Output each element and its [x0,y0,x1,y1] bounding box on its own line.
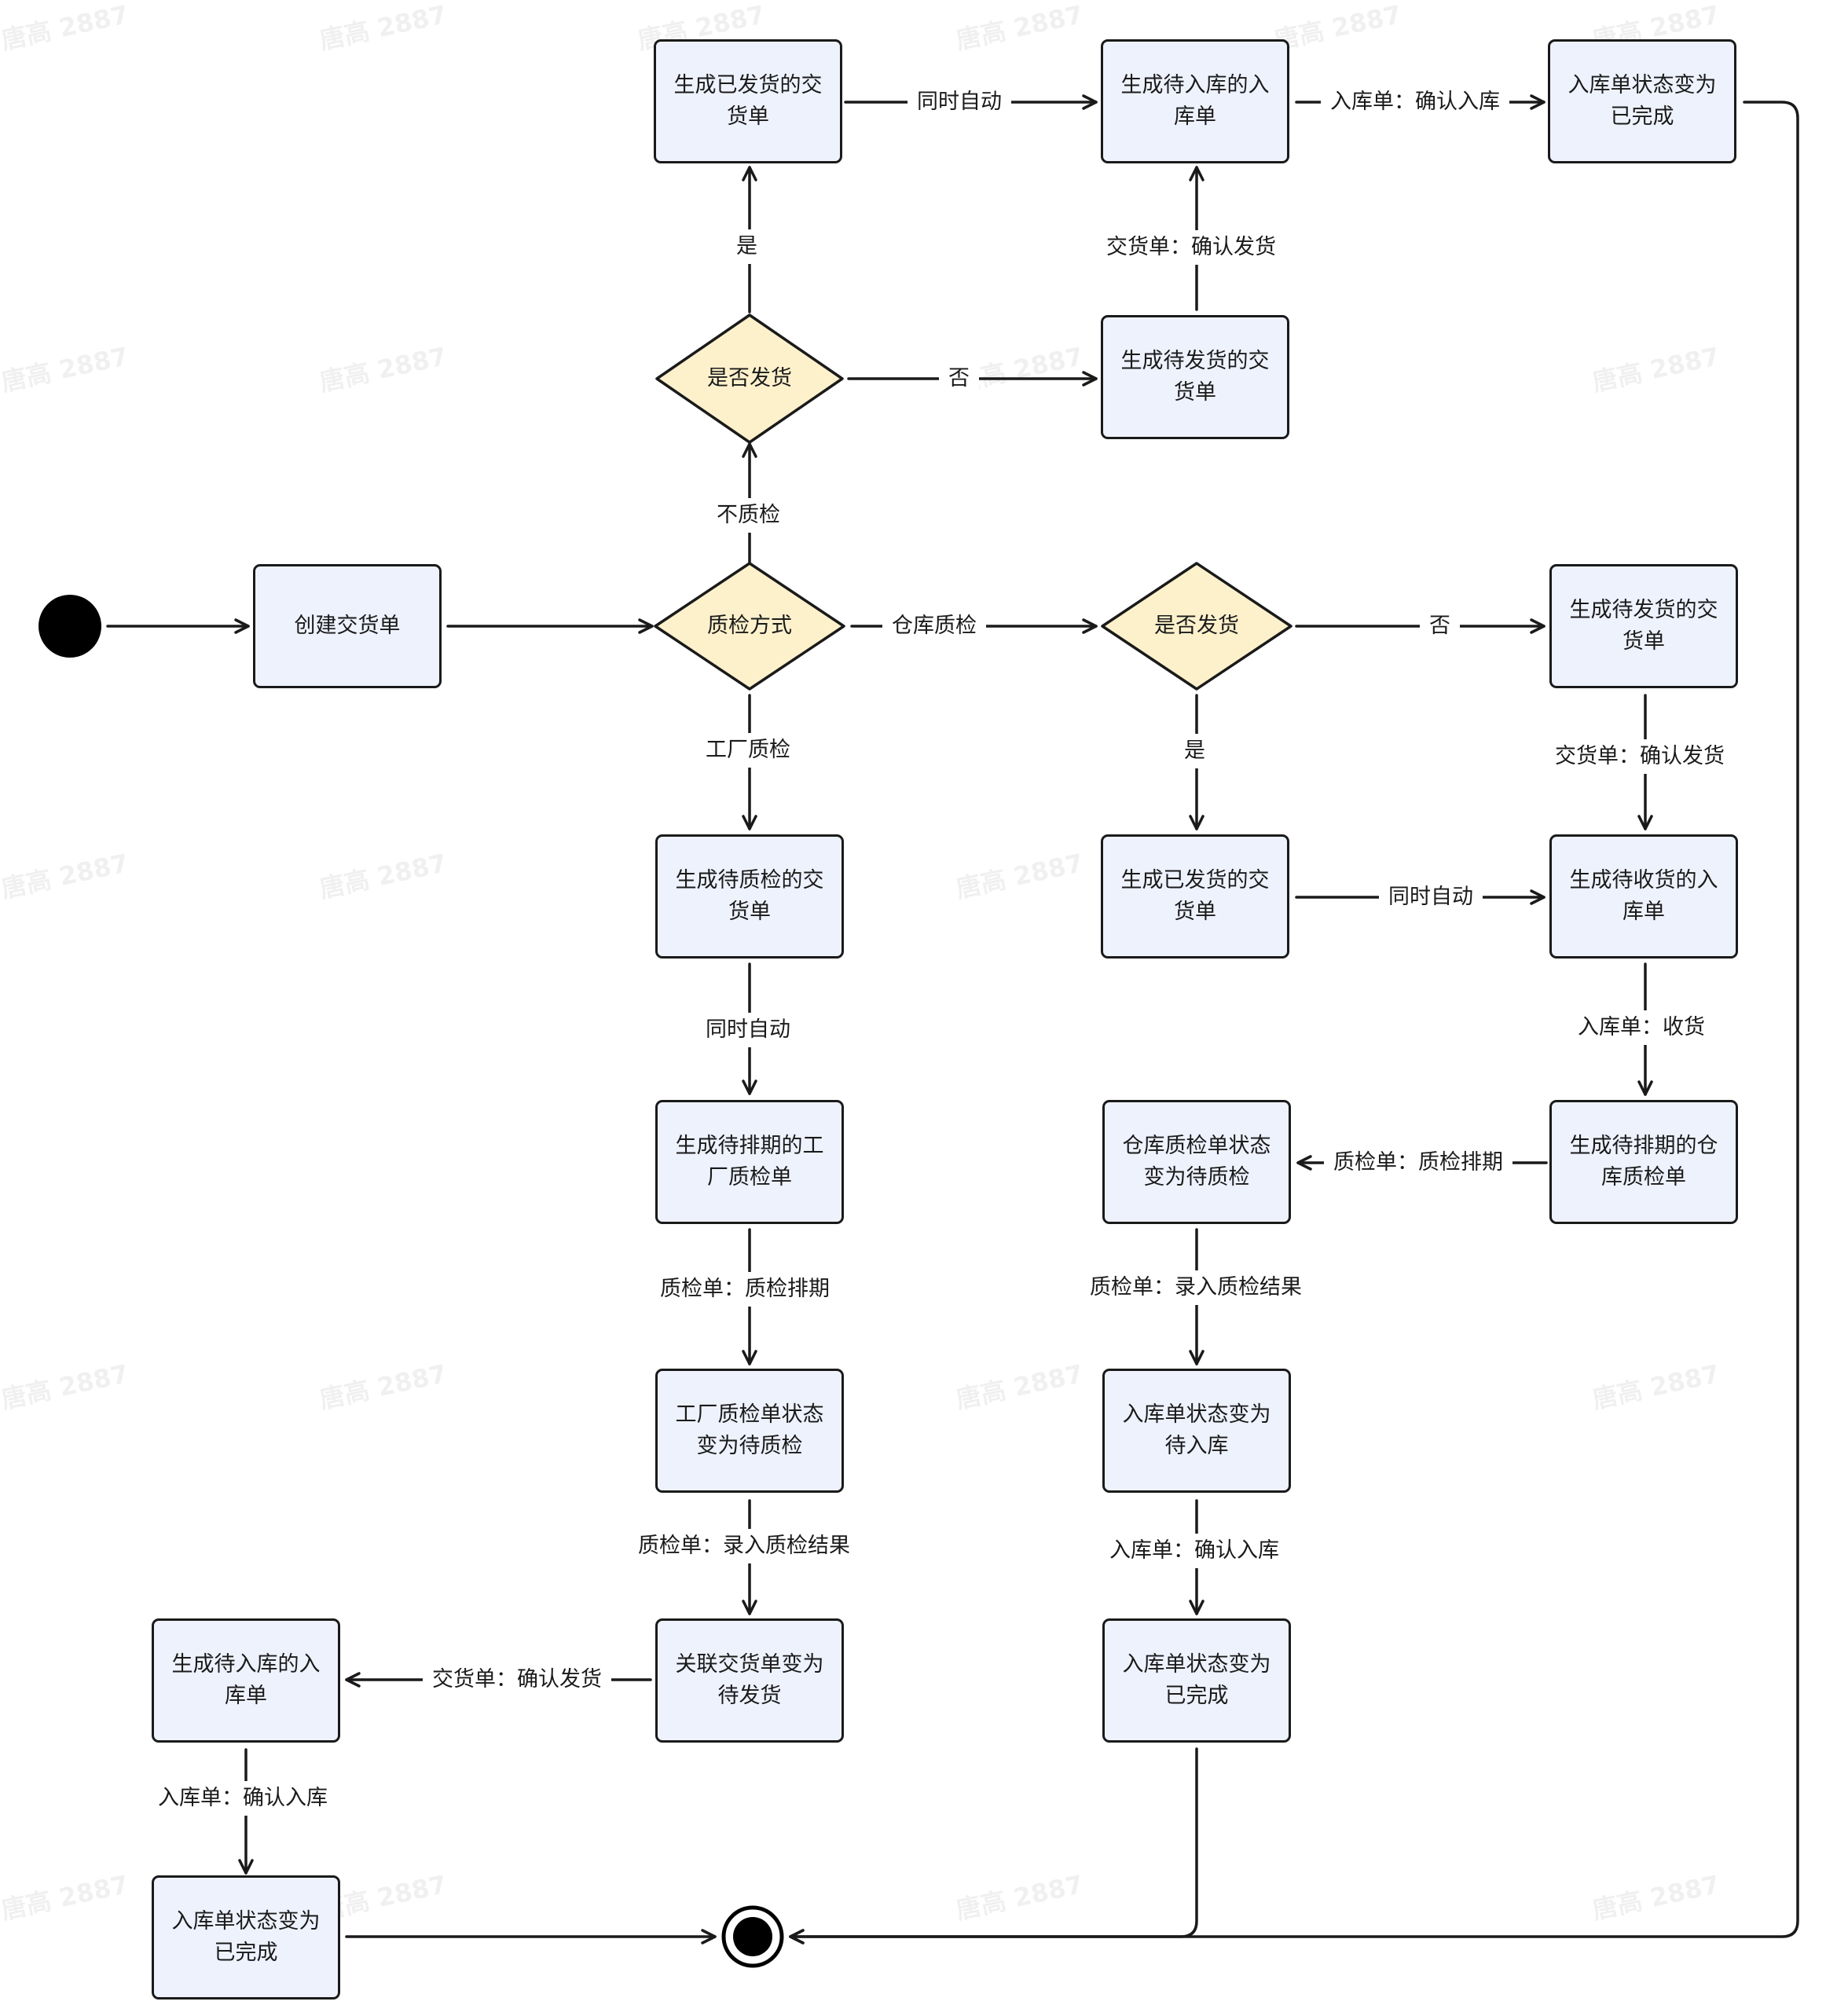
edge-top-completed-end [789,101,1799,1945]
edge-label-top-confirm-inbound: 入库单：确认入库 [1321,85,1509,119]
node-fac-pending-qc-delivery: 生成待质检的交货单 [655,834,844,959]
edge-label-factory-qc: 工厂质检 [696,733,800,768]
edge-label-wh-schedule: 质检单：质检排期 [1324,1145,1512,1180]
edge-label-fac-confirm-inbound: 入库单：确认入库 [148,1781,337,1816]
node-fac-pending-inbound: 生成待入库的入库单 [152,1618,340,1743]
edge-label-top-confirm-ship: 交货单：确认发货 [1097,230,1285,265]
decision-wh-ship-label: 是否发货 [1154,614,1239,638]
node-wh-qc-status: 仓库质检单状态变为待质检 [1102,1100,1291,1224]
edge-label-wh-receive: 入库单：收货 [1568,1010,1714,1045]
node-wh-shipped-delivery: 生成已发货的交货单 [1101,834,1289,959]
edge-label-wh-confirm-ship: 交货单：确认发货 [1546,739,1734,774]
node-top-inbound-completed: 入库单状态变为已完成 [1548,39,1736,163]
node-wh-qc-scheduled: 生成待排期的仓库质检单 [1549,1100,1738,1224]
node-wh-inbound-pending: 入库单状态变为待入库 [1102,1369,1291,1493]
edge-label-fac-confirm-ship: 交货单：确认发货 [423,1662,611,1697]
decision-top-ship-shape [655,313,844,444]
edge-label-wh-enter-result: 质检单：录入质检结果 [1080,1270,1311,1305]
decision-qc-method-label: 质检方式 [707,614,792,638]
edge-label-top-no: 否 [939,361,979,396]
node-top-pending-ship: 生成待发货的交货单 [1101,315,1289,439]
edge-label-wh-yes: 是 [1175,734,1215,768]
edge-label-wh-no: 否 [1420,609,1460,643]
edge-label-top-auto: 同时自动 [908,85,1011,119]
node-wh-pending-ship: 生成待发货的交货单 [1549,564,1738,688]
node-wh-pending-receipt: 生成待收货的入库单 [1549,834,1738,959]
decision-wh-ship-shape [1101,562,1292,691]
start-node [38,595,101,658]
edge-label-fac-schedule: 质检单：质检排期 [651,1272,839,1307]
end-node [721,1905,784,1968]
node-fac-inbound-completed: 入库单状态变为已完成 [152,1875,340,2000]
node-fac-qc-scheduled: 生成待排期的工厂质检单 [655,1100,844,1224]
node-create-delivery: 创建交货单 [253,564,442,688]
edge-label-wh-auto: 同时自动 [1379,880,1483,915]
node-fac-qc-status: 工厂质检单状态变为待质检 [655,1369,844,1493]
edge-label-wh-confirm-inbound: 入库单：确认入库 [1100,1534,1289,1568]
edge-wh-completed-end [789,1747,1198,1945]
decision-qc-method-shape [654,562,845,691]
node-top-pending-inbound: 生成待入库的入库单 [1101,39,1289,163]
node-wh-inbound-completed: 入库单状态变为已完成 [1102,1618,1291,1743]
edge-label-wh-qc: 仓库质检 [882,609,986,643]
edge-label-fac-auto: 同时自动 [696,1013,800,1047]
node-fac-delivery-pending-ship: 关联交货单变为待发货 [655,1618,844,1743]
edge-label-top-yes: 是 [727,229,767,264]
node-top-shipped-delivery: 生成已发货的交货单 [654,39,842,163]
edge-label-no-qc: 不质检 [707,498,790,533]
edge-label-fac-enter-result: 质检单：录入质检结果 [629,1529,860,1563]
decision-top-ship-label: 是否发货 [707,366,792,390]
